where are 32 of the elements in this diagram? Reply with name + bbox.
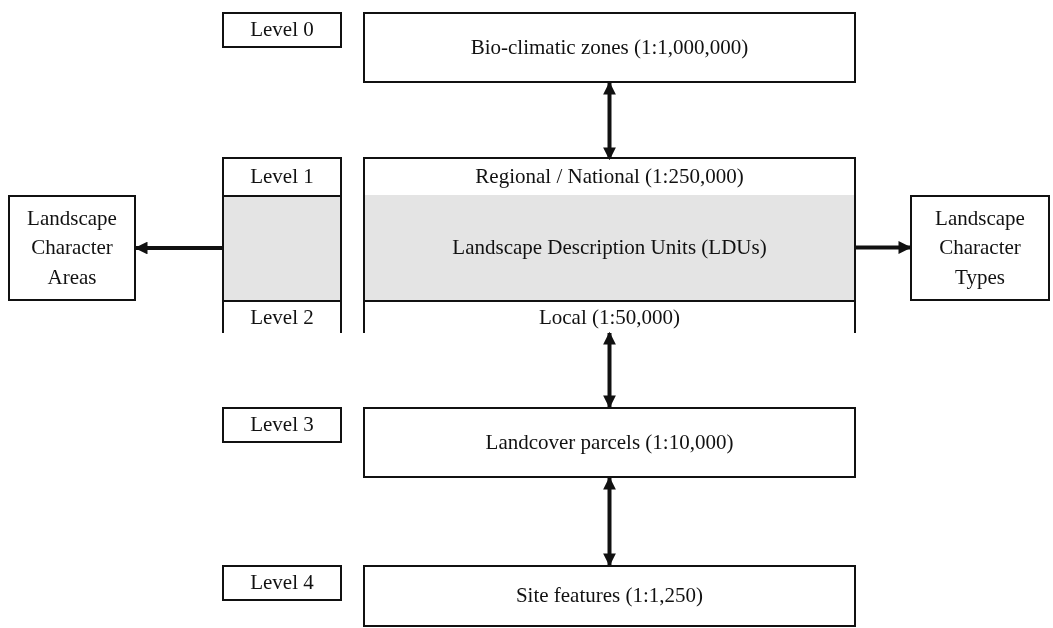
double-arrow — [603, 81, 616, 161]
double-arrow — [603, 476, 616, 567]
scale-row — [365, 300, 854, 333]
level-row — [224, 300, 340, 333]
zone-box — [363, 407, 856, 478]
box-label: Bio-climatic zones (1:1,000,000) — [469, 33, 750, 61]
box-label: Landscape Description Units (LDUs) — [451, 233, 768, 261]
scale-row — [365, 159, 854, 197]
scale-panel — [363, 157, 856, 333]
level-box — [222, 12, 342, 48]
zone-box — [363, 565, 856, 627]
box-label: Level 0 — [249, 16, 315, 44]
level-column — [222, 157, 342, 333]
box-label: Site features (1:1,250) — [514, 582, 705, 610]
box-label: Level 1 — [249, 163, 315, 191]
box-label: Level 3 — [249, 411, 315, 439]
character-box — [910, 195, 1050, 301]
box-label: Landcover parcels (1:10,000) — [484, 428, 735, 456]
box-label: Landscape Character Types — [934, 204, 1026, 291]
box-label: Level 2 — [249, 303, 315, 331]
box-label: Level 4 — [249, 569, 315, 597]
box-label: Landscape Character Areas — [26, 204, 118, 291]
arrow — [854, 241, 912, 254]
character-box — [8, 195, 136, 301]
double-arrow — [603, 331, 616, 409]
level-row — [224, 159, 340, 197]
arrow — [134, 241, 222, 255]
level-box — [222, 565, 342, 601]
box-label: Local (1:50,000) — [537, 303, 682, 331]
box-label: Regional / National (1:250,000) — [474, 163, 745, 191]
level-box — [222, 407, 342, 443]
zone-box — [363, 12, 856, 83]
